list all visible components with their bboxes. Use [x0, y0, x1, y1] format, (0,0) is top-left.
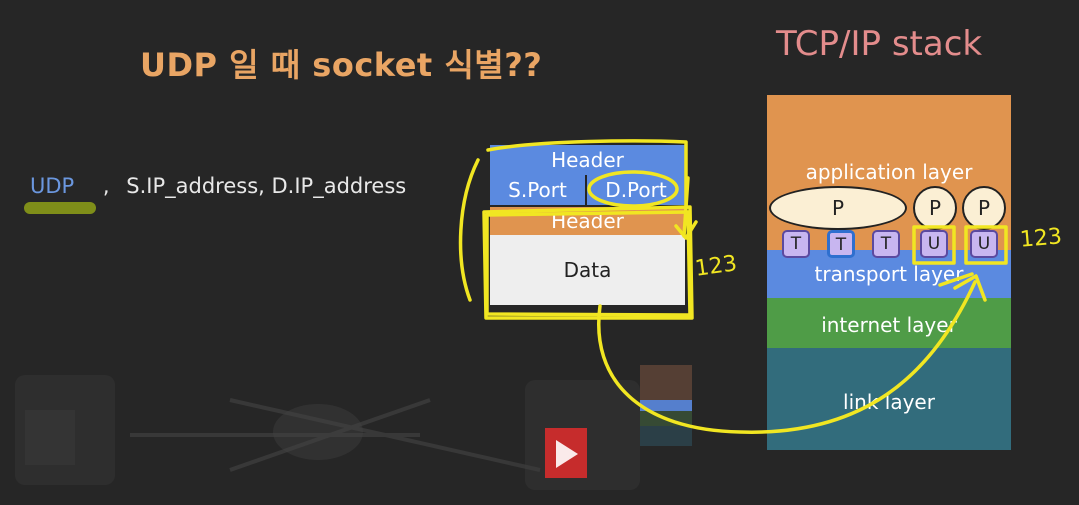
internet-layer-label: internet layer — [821, 313, 957, 337]
socket-identifier: UDP , S.IP_address, D.IP_address — [30, 174, 406, 198]
left-bracket-stroke — [458, 158, 480, 302]
separator: , — [102, 174, 110, 198]
address-fields: S.IP_address, D.IP_address — [126, 174, 407, 198]
packet-outline-stroke — [486, 139, 688, 207]
slide-title: UDP 일 때 socket 식별?? — [140, 46, 543, 84]
monitor-icon — [15, 375, 115, 485]
application-layer-label: application layer — [805, 160, 973, 184]
udp-socket: U — [970, 230, 998, 258]
mini-packet-stack-icon — [640, 365, 692, 446]
highlight-underline — [24, 202, 96, 214]
router-icon — [273, 404, 363, 460]
protocol-label: UDP — [30, 174, 75, 198]
process-bubble: P — [769, 186, 907, 230]
ip-header: Header — [490, 145, 685, 175]
delivery-arrow-stroke — [597, 280, 977, 434]
udp-socket-highlight — [912, 225, 956, 265]
process-bubble: P — [962, 186, 1006, 230]
stack-title: TCP/IP stack — [776, 24, 983, 64]
tcp-socket: T — [827, 230, 855, 258]
source-port-field: S.Port — [490, 175, 587, 205]
handwritten-port-number: 123 — [1018, 224, 1064, 253]
dport-circle-stroke — [587, 170, 679, 208]
internet-layer-box — [767, 298, 1011, 348]
udp-socket: U — [920, 230, 948, 258]
link-layer-box — [767, 348, 1011, 450]
dport-arrow-stroke — [682, 176, 690, 238]
tcp-socket: T — [872, 230, 900, 258]
udp-socket-highlight — [964, 225, 1008, 265]
process-bubble: P — [913, 186, 957, 230]
payload-data: Data — [490, 235, 685, 305]
tcp-socket: T — [782, 230, 810, 258]
transport-layer-label: transport layer — [814, 262, 964, 286]
udp-segment-box-stroke — [482, 205, 694, 320]
